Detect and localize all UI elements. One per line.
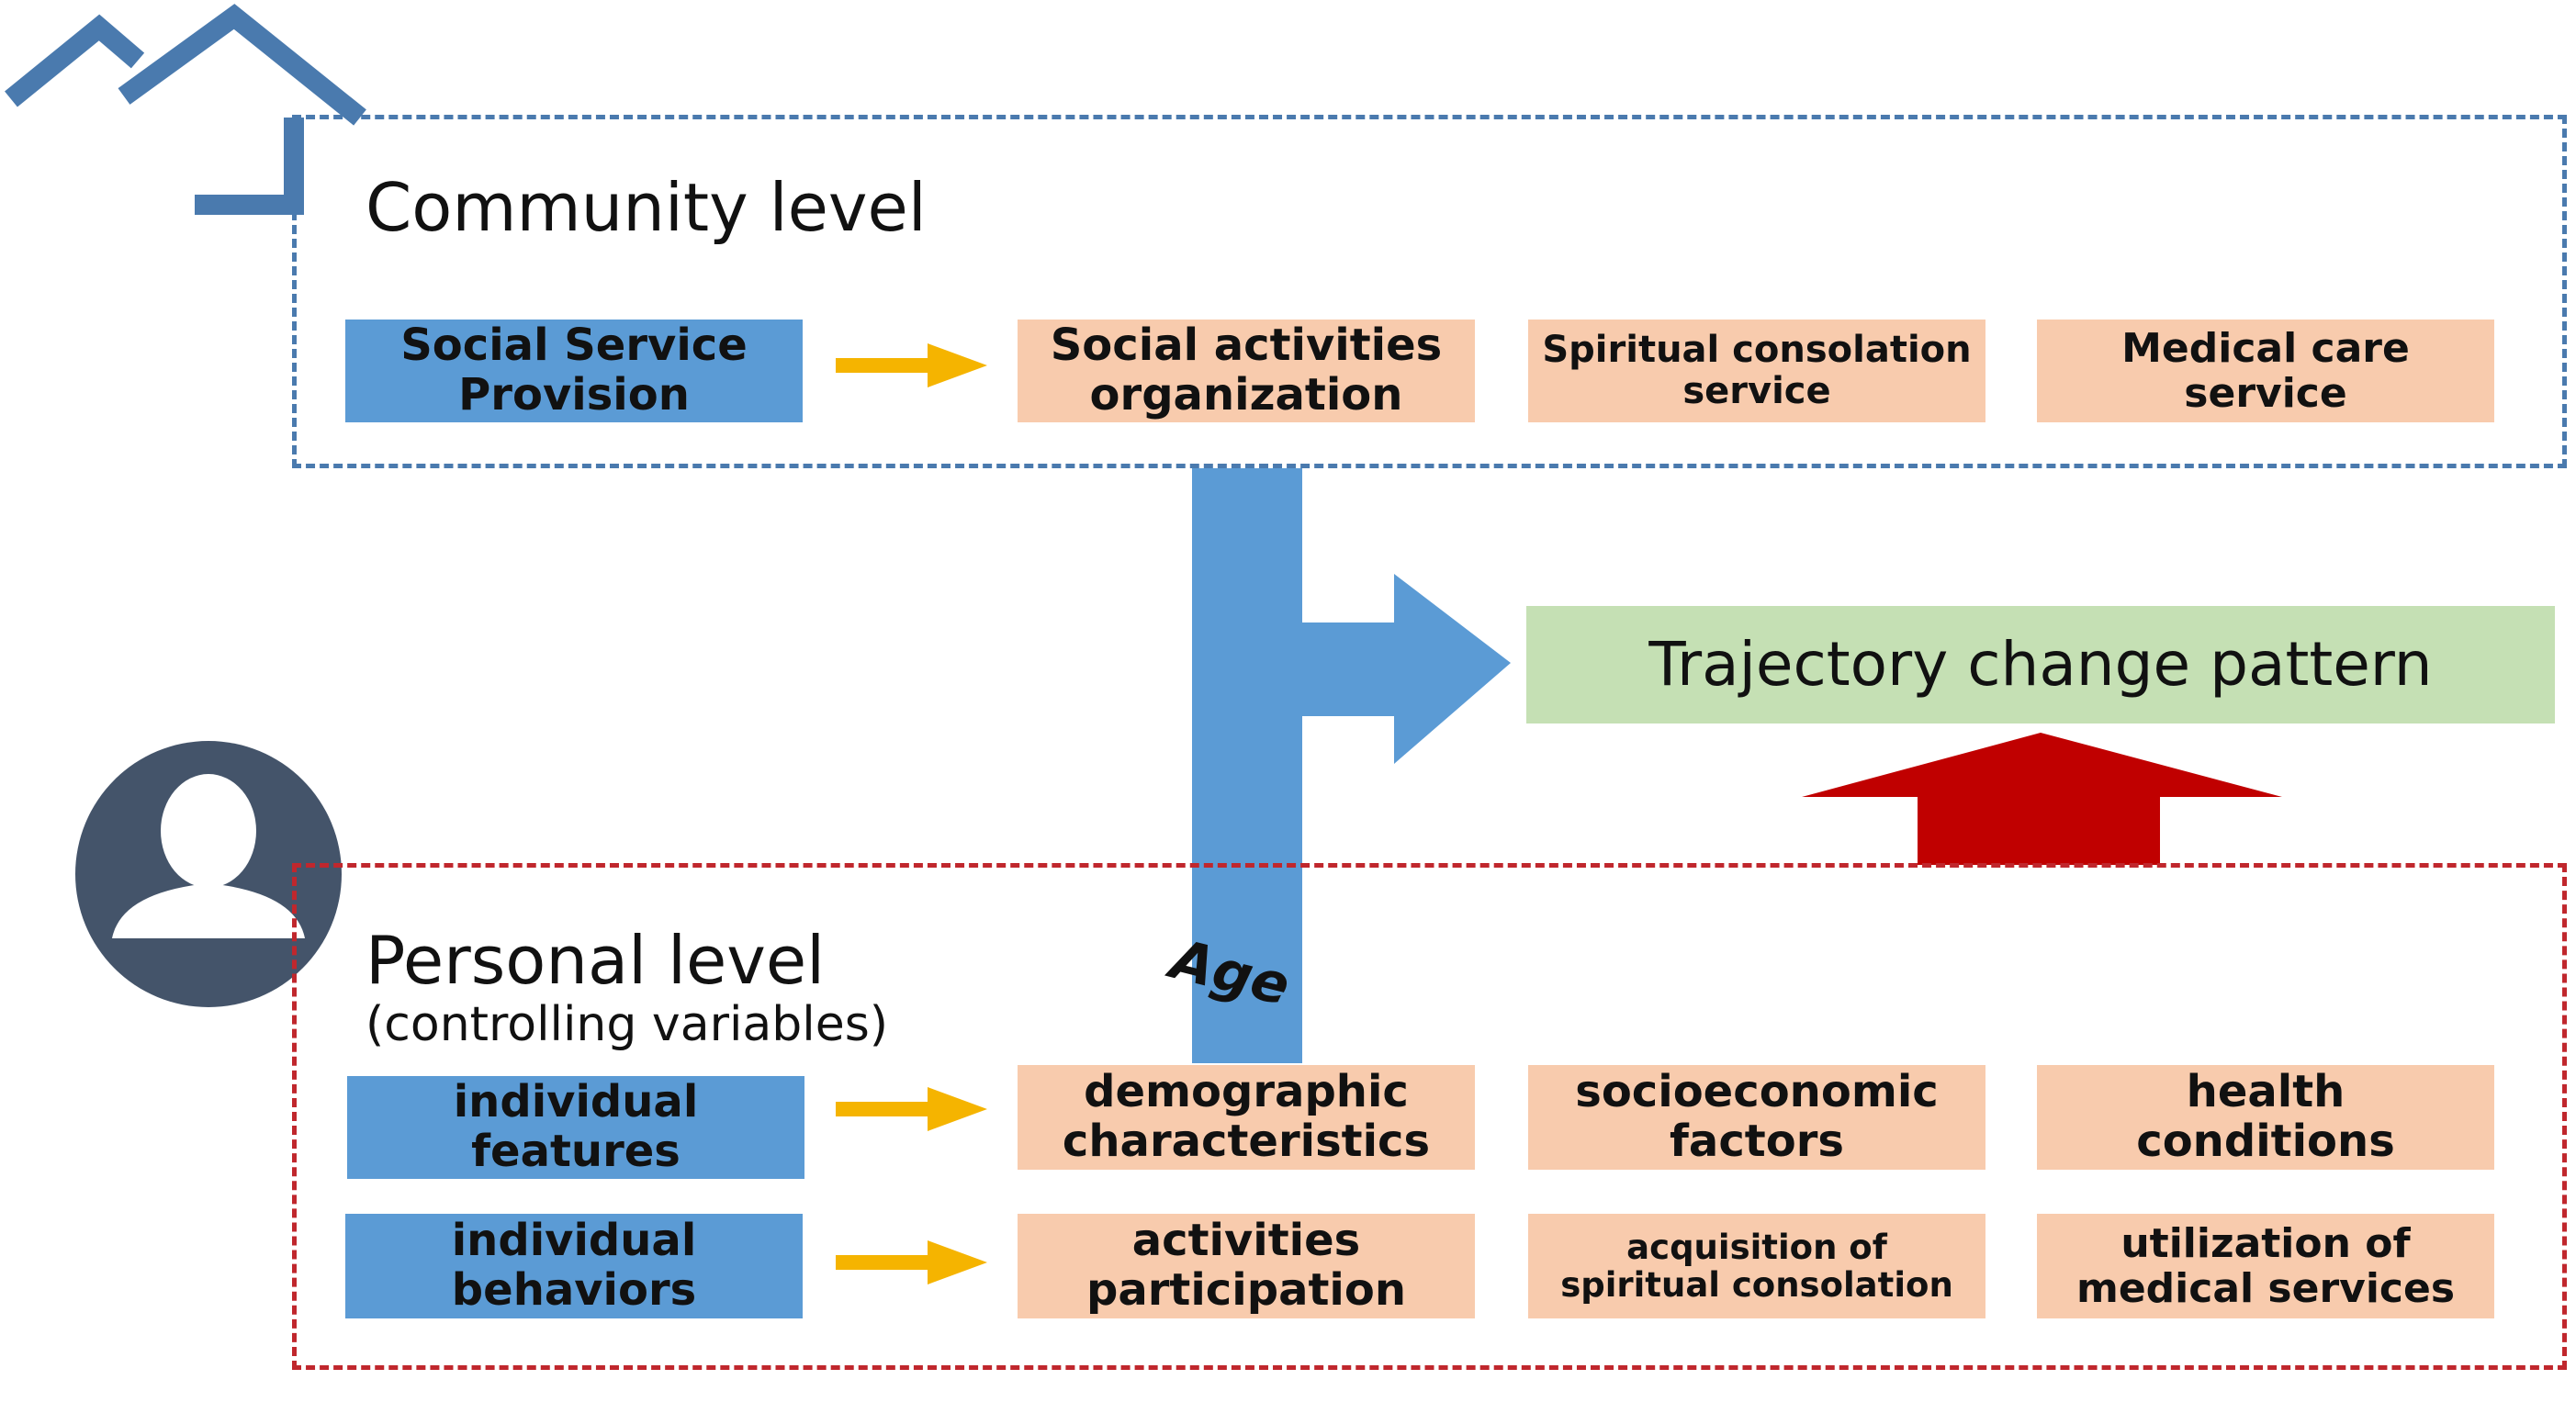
- trajectory-change-pattern-box: Trajectory change pattern: [1526, 606, 2555, 723]
- socioeconomic-factors-box: socioeconomic factors: [1528, 1065, 1985, 1170]
- spiritual-consolation-box: Spiritual consolation service: [1528, 320, 1985, 422]
- individual-features-box: individual features: [347, 1076, 804, 1179]
- community-arrow: [836, 343, 987, 387]
- community-level-frame: [292, 115, 2567, 468]
- age-arrow: [1192, 468, 1511, 1063]
- personal-level-frame: [292, 863, 2567, 1370]
- social-activities-box: Social activities organization: [1018, 320, 1475, 422]
- medical-services-utilization-box: utilization of medical services: [2037, 1214, 2494, 1318]
- spiritual-consolation-acquisition-box: acquisition of spiritual consolation: [1528, 1214, 1985, 1318]
- behaviors-arrow: [836, 1240, 987, 1284]
- personal-level-title: Personal level: [366, 922, 826, 999]
- demographic-characteristics-box: demographic characteristics: [1018, 1065, 1475, 1170]
- personal-level-subtitle: (controlling variables): [366, 997, 889, 1052]
- individual-behaviors-box: individual behaviors: [345, 1214, 803, 1318]
- health-conditions-box: health conditions: [2037, 1065, 2494, 1170]
- small-arrows: [836, 343, 987, 1284]
- person-avatar-icon: [75, 741, 342, 1007]
- social-service-provision-box: Social Service Provision: [345, 320, 803, 422]
- medical-care-box: Medical care service: [2037, 320, 2494, 422]
- up-arrow: [1802, 733, 2282, 865]
- activities-participation-box: activities participation: [1018, 1214, 1475, 1318]
- features-arrow: [836, 1087, 987, 1131]
- community-level-title: Community level: [366, 169, 927, 246]
